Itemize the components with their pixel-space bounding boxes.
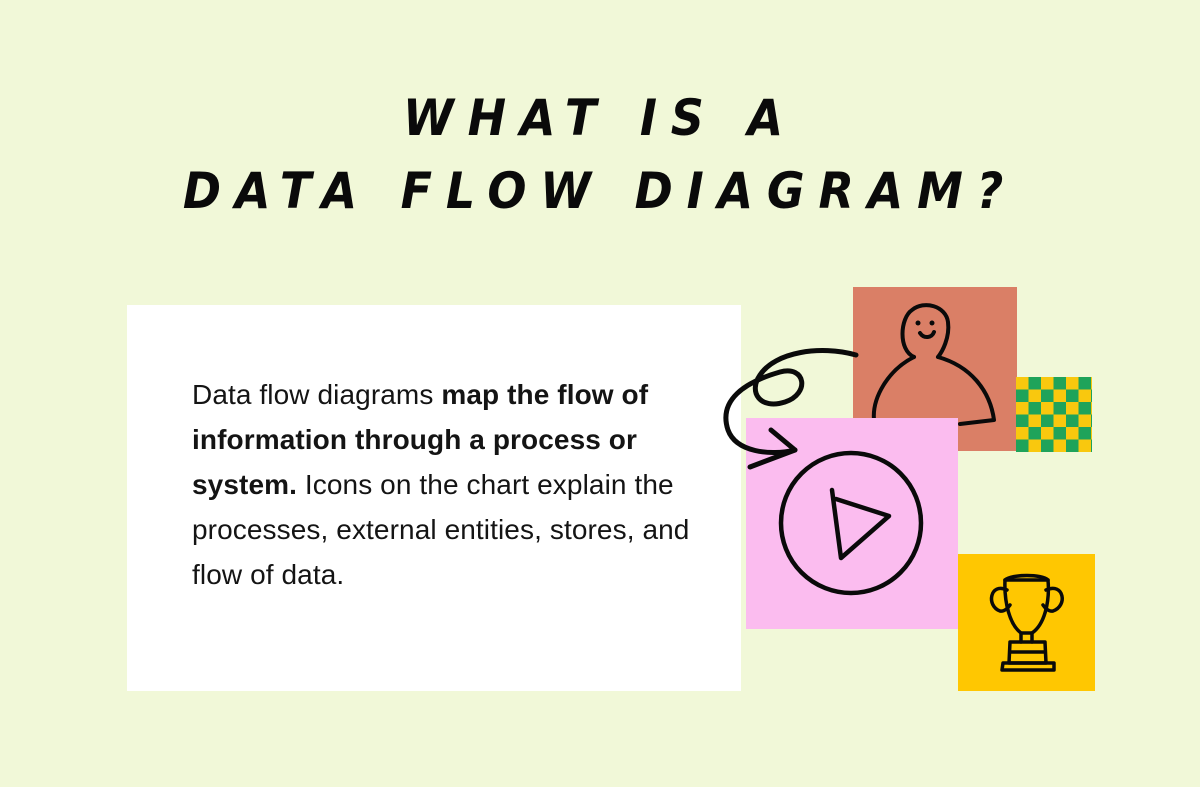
process-tile bbox=[746, 418, 958, 629]
description-emphasis: map the flow of information through a pr… bbox=[192, 379, 649, 500]
description-card: Data flow diagrams map the flow of infor… bbox=[127, 305, 741, 691]
trophy-icon bbox=[989, 573, 1064, 672]
person-icon bbox=[871, 303, 996, 426]
checker-tile bbox=[1016, 377, 1092, 452]
page-title-line-1: WHAT IS A bbox=[403, 89, 797, 147]
person-tile bbox=[853, 287, 1017, 451]
description-text: Data flow diagrams map the flow of infor… bbox=[192, 372, 692, 597]
curly-arrow-icon bbox=[723, 348, 859, 470]
play-circle-icon bbox=[778, 450, 924, 596]
trophy-tile bbox=[958, 554, 1095, 691]
description-intro: Data flow diagrams bbox=[192, 379, 442, 410]
description-details: Icons on the chart explain the processes… bbox=[192, 469, 690, 590]
page-title-line-2: DATA FLOW DIAGRAM? bbox=[182, 162, 1018, 220]
